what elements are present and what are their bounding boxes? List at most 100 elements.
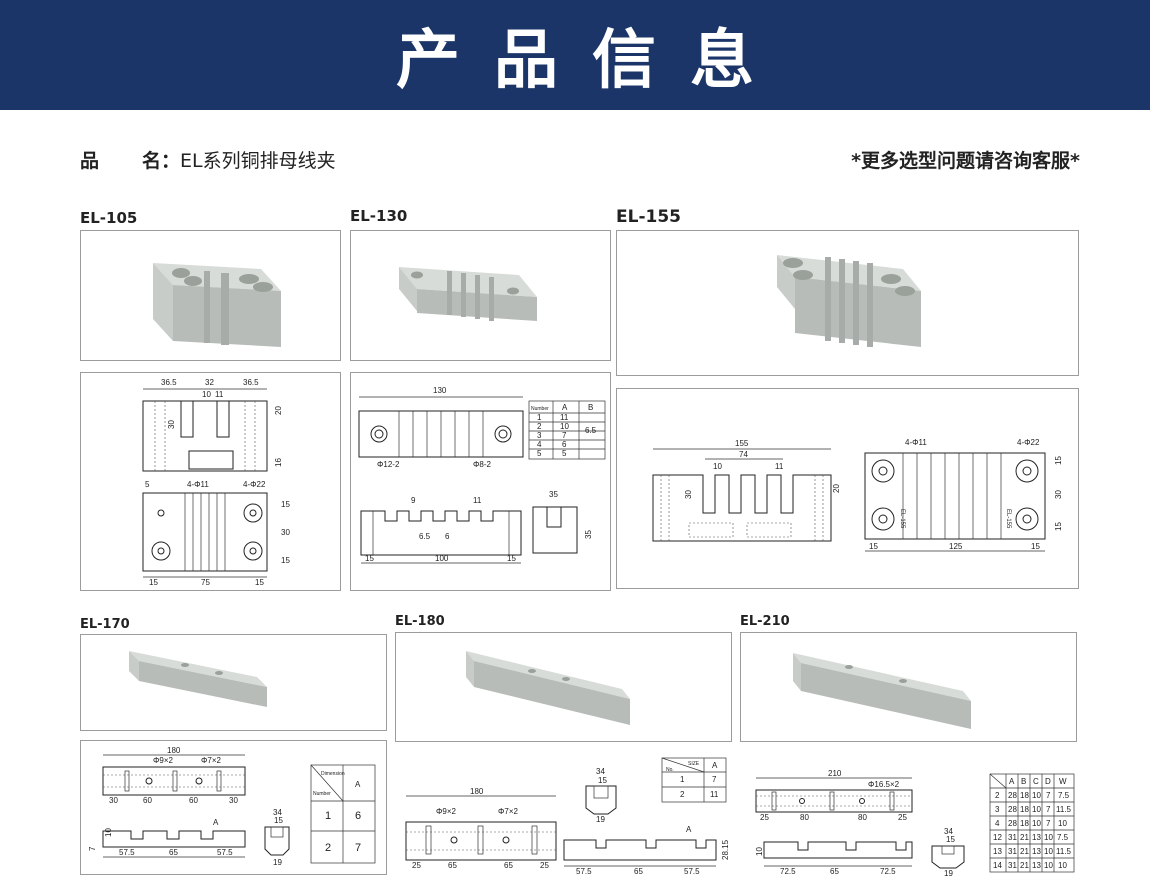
el170-dim-2: 30 <box>109 796 118 805</box>
el210-table-h4: D <box>1045 777 1051 786</box>
el105-drawing: 36.5 32 36.5 10 11 30 20 16 5 4-Φ11 4-Φ2… <box>80 372 341 591</box>
el210-dim-8: 65 <box>830 867 839 876</box>
el105-dim-15: 75 <box>201 578 210 587</box>
el130-table-h0: Number <box>531 406 549 412</box>
el210-table-r2c4: 7 <box>1046 819 1051 828</box>
el130-table-h2: B <box>588 403 593 412</box>
el105-dim-12: 30 <box>281 528 290 537</box>
product-name-line: 品名：EL系列铜排母线夹 <box>80 146 336 173</box>
el170-photo <box>80 634 387 731</box>
el180-dim-9: A <box>686 825 692 834</box>
el170-dim-9: 57.5 <box>119 848 135 857</box>
el105-dim-9: 5 <box>145 480 150 489</box>
el210-table-r5c1: 31 <box>1008 861 1017 870</box>
el170-dim-12: 34 <box>273 808 282 817</box>
el210-table-r1c1: 28 <box>1008 805 1017 814</box>
el210-dim-1: 210 <box>828 769 842 778</box>
el105-dim-6: 30 <box>167 420 176 429</box>
el155-hole-2: 4-Φ22 <box>1017 438 1040 447</box>
el170-dim-1: 180 <box>167 746 181 755</box>
el130-table-r3c1: 6 <box>562 440 567 449</box>
el210-table-r3c4: 10 <box>1044 833 1053 842</box>
page-title: 产品信息 <box>396 24 788 98</box>
page-header: 产品信息 <box>0 0 1150 110</box>
el210-spec-table: A B C D W 2 28 18 10 7 7.5 3 28 18 10 7 … <box>989 773 1075 873</box>
el180-technical-drawing: 180 Φ9×2 Φ7×2 25 65 65 25 34 15 19 SIZE … <box>405 757 730 876</box>
el105-dim-16: 15 <box>255 578 264 587</box>
el130-dim-8: 15 <box>507 554 516 563</box>
el210-table-r3c2: 21 <box>1020 833 1029 842</box>
el180-dim-13: 57.5 <box>684 867 700 876</box>
el130-hole-2: Φ8-2 <box>473 460 491 469</box>
el210-table-r5c2: 21 <box>1020 861 1029 870</box>
el180-dim-2: 25 <box>412 861 421 870</box>
el210-technical-drawing: 210 Φ16.5×2 25 80 80 25 10 72.5 65 72.5 … <box>755 769 1075 878</box>
el210-table-r3c0: 12 <box>993 833 1002 842</box>
el130-table-r0c1: 11 <box>560 413 569 422</box>
el130-table-r1c1: 10 <box>560 422 569 431</box>
el210-bar-image <box>793 653 971 729</box>
product-name-label-2: 名： <box>142 150 181 172</box>
el170-dim-14: 19 <box>273 858 282 867</box>
el170-table-r0c0: 1 <box>325 810 331 822</box>
el155-drawing: 155 74 10 11 30 20 4-Φ11 4-Φ22 EL-155 EL… <box>616 388 1079 589</box>
el130-dim-7: 100 <box>435 554 449 563</box>
model-label-el210: EL-210 <box>740 614 790 629</box>
el170-dim-3: 60 <box>143 796 152 805</box>
el180-dim-4: 65 <box>504 861 513 870</box>
el180-hole-2: Φ7×2 <box>498 807 519 816</box>
el155-dim-12: 15 <box>1031 542 1040 551</box>
el210-dim-6: 10 <box>755 847 764 856</box>
el105-dim-11: 15 <box>281 556 290 565</box>
el130-table-r1c0: 2 <box>537 422 542 431</box>
el180-table-h1: A <box>712 761 718 770</box>
el105-dim-7: 20 <box>274 406 283 415</box>
el170-table-h0: Dimension <box>321 771 345 777</box>
el210-table-r0c4: 7 <box>1046 791 1051 800</box>
el170-hole-1: Φ9×2 <box>153 756 174 765</box>
el105-dim-5: 11 <box>215 390 224 399</box>
el210-table-r5c4: 10 <box>1044 861 1053 870</box>
el180-dim-7: 15 <box>598 776 607 785</box>
el210-dim-3: 80 <box>800 813 809 822</box>
el210-table-r0c1: 28 <box>1008 791 1017 800</box>
el210-table-h3: C <box>1033 777 1039 786</box>
el210-dim-4: 80 <box>858 813 867 822</box>
el180-table-r1c1: 11 <box>710 790 719 799</box>
el210-table-r2c2: 18 <box>1020 819 1029 828</box>
el130-dim-9: 35 <box>549 490 558 499</box>
el130-table-r0c0: 1 <box>537 413 542 422</box>
el180-dim-3: 65 <box>448 861 457 870</box>
el210-table-r0c5: 7.5 <box>1058 791 1070 800</box>
el130-technical-drawing: 130 Φ12-2 Φ8-2 Number A B 1 11 2 10 6.5 … <box>358 386 606 564</box>
el130-dim-10: 35 <box>584 530 593 539</box>
el170-drawing: 180 Φ9×2 Φ7×2 30 60 60 30 10 7 A 57.5 65… <box>80 740 387 875</box>
el180-dim-6: 34 <box>596 767 605 776</box>
el170-table-h1: A <box>355 780 361 789</box>
el180-bar-image <box>466 651 630 725</box>
el170-dim-5: 30 <box>229 796 238 805</box>
el210-table-h1: A <box>1009 777 1015 786</box>
el130-table-r2c1: 7 <box>562 431 567 440</box>
el170-dim-8: A <box>213 818 219 827</box>
el210-table-r2c5: 10 <box>1058 819 1067 828</box>
el210-table-r1c5: 11.5 <box>1056 805 1072 814</box>
el210-table-r4c1: 31 <box>1008 847 1017 856</box>
product-name-value: EL系列铜排母线夹 <box>180 150 336 172</box>
el210-dim-9: 72.5 <box>880 867 896 876</box>
el180-hole-1: Φ9×2 <box>436 807 457 816</box>
el155-dim-2: 74 <box>739 450 748 459</box>
el105-hole-1: 4-Φ11 <box>187 480 209 489</box>
el210-dim-11: 15 <box>946 835 955 844</box>
el130-dim-6: 15 <box>365 554 374 563</box>
el210-table-r5c5: 10 <box>1058 861 1067 870</box>
el210-table-r1c4: 7 <box>1046 805 1051 814</box>
el210-drawing: 210 Φ16.5×2 25 80 80 25 10 72.5 65 72.5 … <box>750 752 1080 878</box>
el210-table-r4c0: 13 <box>993 847 1002 856</box>
el155-dim-3: 10 <box>713 462 722 471</box>
el180-dim-12: 65 <box>634 867 643 876</box>
el105-technical-drawing: 36.5 32 36.5 10 11 30 20 16 5 4-Φ11 4-Φ2… <box>142 378 290 587</box>
el155-dim-7: 15 <box>1054 456 1063 465</box>
el130-drawing: 130 Φ12-2 Φ8-2 Number A B 1 11 2 10 6.5 … <box>350 372 611 591</box>
el210-table-r2c1: 28 <box>1008 819 1017 828</box>
